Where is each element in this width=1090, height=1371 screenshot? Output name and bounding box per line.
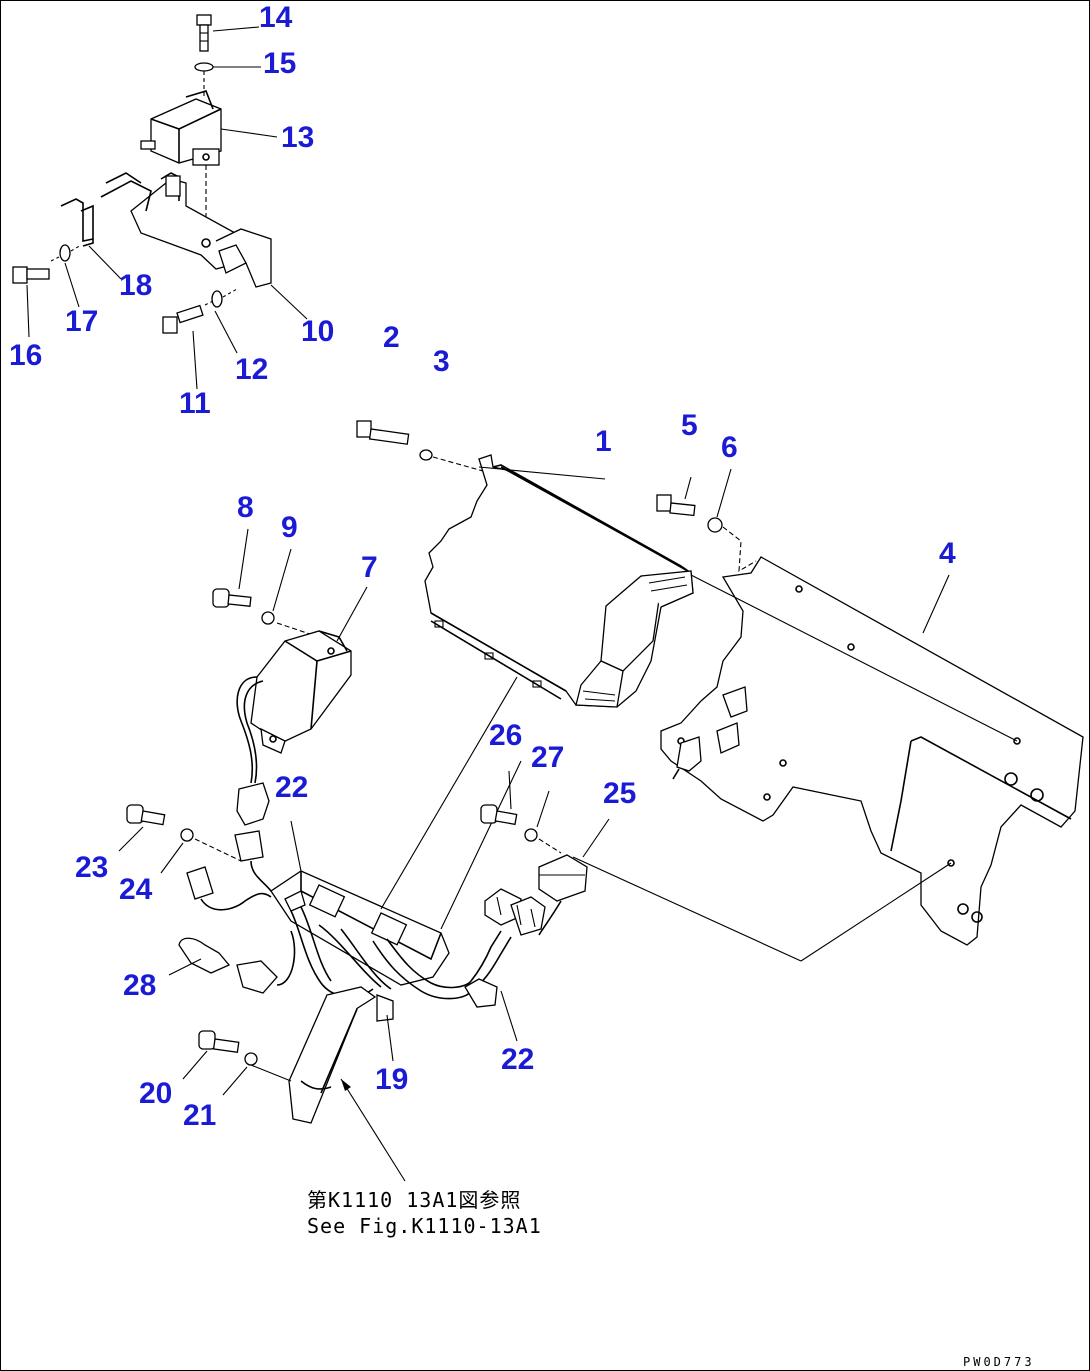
callout-27: 27: [531, 741, 565, 774]
wiring-harness: [178, 782, 588, 1124]
bracket-10: [100, 172, 272, 288]
unit-7: [250, 630, 352, 754]
washer-17: [59, 244, 71, 262]
washer-9: [261, 611, 275, 625]
bolt-11: [162, 304, 204, 334]
bolt-16: [12, 266, 50, 284]
callout-25: 25: [603, 777, 637, 810]
callout-12: 12: [235, 353, 269, 386]
washer-6: [707, 517, 723, 533]
bolt-14: [196, 14, 212, 52]
callout-3: 3: [433, 345, 450, 378]
bolt-20: [198, 1030, 240, 1053]
bolt-23: [126, 804, 166, 826]
callout-22-upper: 22: [275, 771, 309, 804]
washer-24: [180, 828, 194, 842]
callout-16: 16: [9, 339, 43, 372]
callout-9: 9: [281, 511, 298, 544]
callout-26: 26: [489, 719, 523, 752]
callout-4: 4: [939, 537, 956, 570]
callout-22-lower: 22: [501, 1043, 535, 1076]
bolt-26: [480, 804, 518, 826]
callout-5: 5: [681, 409, 698, 442]
callout-2: 2: [383, 321, 400, 354]
callout-21: 21: [183, 1099, 217, 1132]
callout-17: 17: [65, 305, 99, 338]
callout-15: 15: [263, 47, 297, 80]
washer-21: [244, 1052, 258, 1066]
reference-note-jp: 第K1110 13A1図参照: [307, 1188, 522, 1212]
bolt-2: [356, 420, 410, 445]
washer-12: [211, 290, 223, 308]
callout-28: 28: [123, 969, 157, 1002]
bolt-5: [656, 494, 696, 517]
drawing-code: PW0D773: [963, 1355, 1035, 1369]
bolt-8: [212, 588, 252, 608]
reference-note-en: See Fig.K1110-13A1: [307, 1214, 542, 1238]
controller-1: [424, 454, 694, 708]
callout-10: 10: [301, 315, 335, 348]
callout-1: 1: [595, 425, 612, 458]
reference-note: 第K1110 13A1図参照 See Fig.K1110-13A1: [307, 1187, 542, 1239]
callout-23: 23: [75, 851, 109, 884]
callout-13: 13: [281, 121, 315, 154]
relay-13: [140, 90, 222, 166]
washer-3: [419, 449, 433, 461]
callout-19: 19: [375, 1063, 409, 1096]
callout-14: 14: [259, 1, 293, 34]
mounting-plate-4: [660, 556, 1084, 946]
washer-15: [194, 62, 214, 72]
callout-18: 18: [119, 269, 153, 302]
callout-7: 7: [361, 551, 378, 584]
clamp-18: [60, 198, 122, 280]
callout-20: 20: [139, 1077, 173, 1110]
washer-27: [524, 828, 538, 842]
callout-11: 11: [179, 387, 211, 420]
callout-8: 8: [237, 491, 254, 524]
callout-24: 24: [119, 873, 153, 906]
callout-6: 6: [721, 431, 738, 464]
